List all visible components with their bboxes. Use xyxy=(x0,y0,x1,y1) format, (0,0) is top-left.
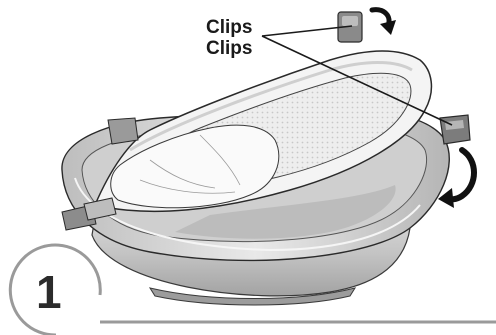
clip-right xyxy=(440,115,470,144)
callout-label-clips-1: Clips xyxy=(206,17,252,38)
clip-left xyxy=(108,118,138,144)
step-number: 1 xyxy=(36,266,62,318)
curved-arrow-down-icon xyxy=(372,10,396,35)
callout-label-clips-2: Clips xyxy=(206,38,252,59)
